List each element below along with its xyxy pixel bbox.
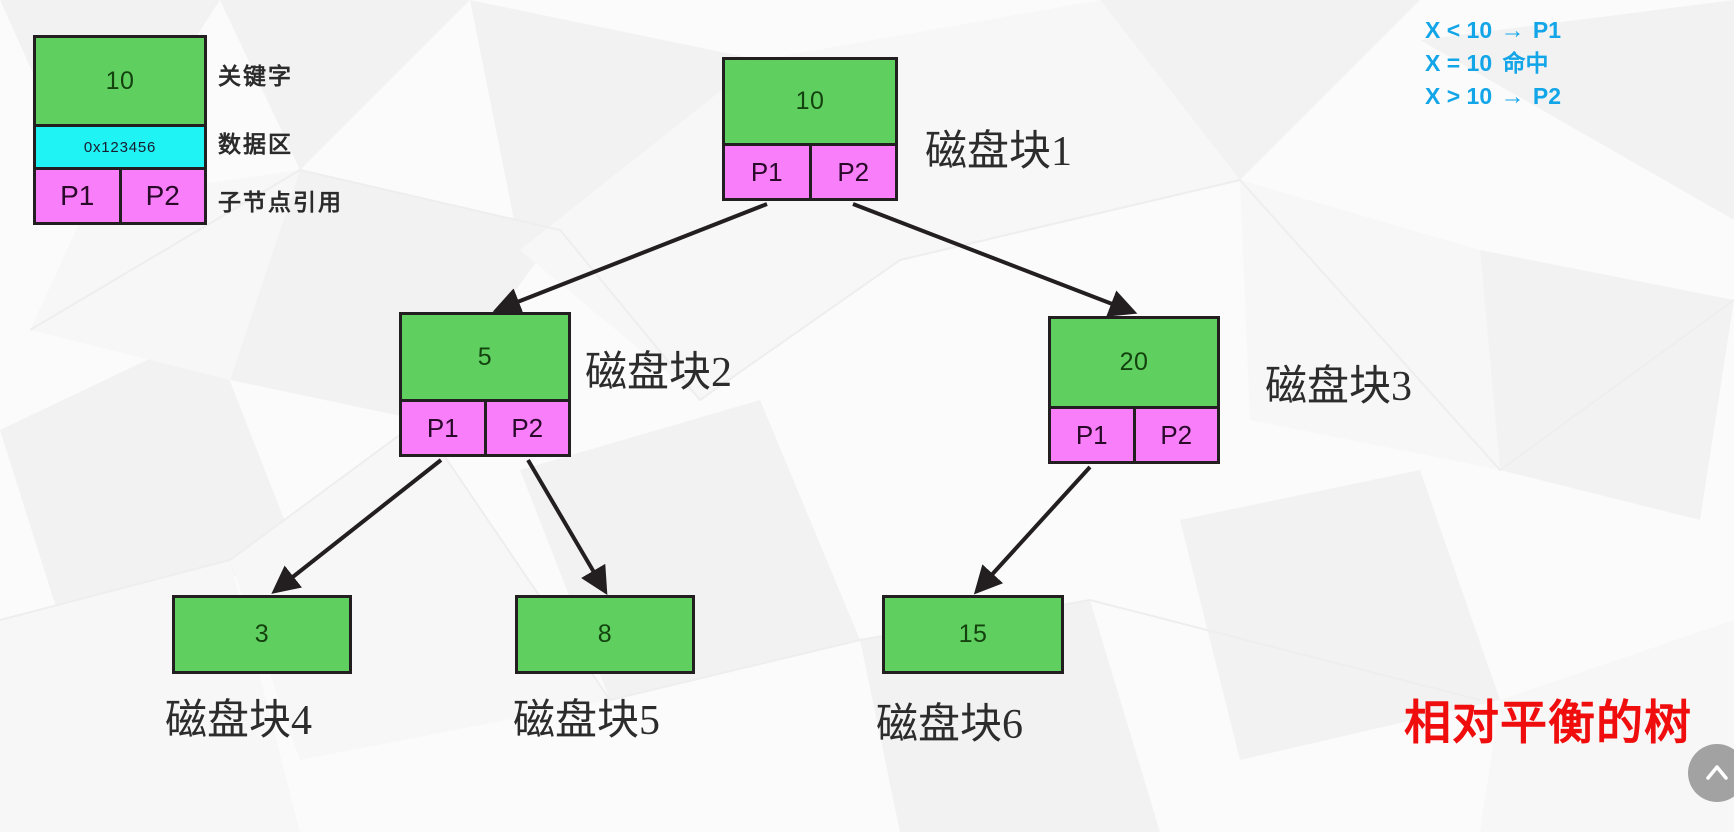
edge-node1-p2-to-node3 bbox=[852, 202, 1138, 317]
legend-pointer-p2: P2 bbox=[118, 170, 204, 222]
edge-node3-p1-to-node6 bbox=[973, 465, 1092, 595]
rule-condition: X = 10 bbox=[1425, 50, 1493, 76]
node-key-cell: 3 bbox=[175, 598, 349, 671]
disk-block-label-1: 磁盘块1 bbox=[925, 129, 1073, 175]
rule-row-greater-than: X > 10 → P2 bbox=[1425, 80, 1561, 113]
rule-target: P1 bbox=[1532, 17, 1562, 43]
node-pointer-p1: P1 bbox=[1051, 409, 1133, 461]
edge-node1-p1-to-node2 bbox=[492, 202, 768, 315]
legend-key-cell: 10 bbox=[36, 38, 204, 124]
tree-node-root: 10 P1 P2 bbox=[722, 57, 898, 201]
legend-label-key: 关键字 bbox=[218, 63, 293, 89]
search-rules-annotation: X < 10 → P1 X = 10 命中 X > 10 → P2 bbox=[1425, 14, 1561, 113]
node-pointer-p2: P2 bbox=[483, 402, 568, 454]
disk-block-label-6: 磁盘块6 bbox=[876, 702, 1024, 748]
rule-condition: X > 10 bbox=[1425, 83, 1493, 109]
legend-label-pointer: 子节点引用 bbox=[218, 189, 343, 215]
rule-row-equal: X = 10 命中 bbox=[1425, 47, 1561, 80]
tree-node-left-internal: 5 P1 P2 bbox=[399, 312, 571, 457]
node-pointer-p1: P1 bbox=[725, 146, 809, 198]
tree-node-leaf-8: 8 bbox=[515, 595, 695, 674]
node-pointer-row: P1 P2 bbox=[725, 143, 895, 198]
legend-pointer-p1: P1 bbox=[36, 170, 119, 222]
edge-node2-p1-to-node4 bbox=[271, 458, 443, 594]
node-pointer-row: P1 P2 bbox=[402, 399, 568, 454]
legend-pointer-row: P1 P2 bbox=[36, 167, 204, 222]
node-key-cell: 8 bbox=[518, 598, 692, 671]
tree-node-leaf-3: 3 bbox=[172, 595, 352, 674]
right-arrow-icon: → bbox=[1500, 17, 1525, 44]
tree-node-right-internal: 20 P1 P2 bbox=[1048, 316, 1220, 464]
node-pointer-row: P1 P2 bbox=[1051, 406, 1217, 461]
rule-target: P2 bbox=[1532, 83, 1562, 109]
disk-block-label-5: 磁盘块5 bbox=[513, 698, 661, 744]
rule-condition: X < 10 bbox=[1425, 17, 1493, 43]
chevron-up-icon bbox=[1706, 765, 1728, 780]
node-key-cell: 20 bbox=[1051, 319, 1217, 406]
right-arrow-icon: → bbox=[1500, 83, 1525, 110]
node-pointer-p1: P1 bbox=[402, 402, 484, 454]
rule-row-less-than: X < 10 → P1 bbox=[1425, 14, 1561, 47]
rule-target: 命中 bbox=[1502, 50, 1549, 76]
node-key-cell: 5 bbox=[402, 315, 568, 399]
legend-label-data: 数据区 bbox=[218, 131, 293, 157]
edge-node2-p2-to-node5 bbox=[526, 458, 608, 596]
conclusion-text: 相对平衡的树 bbox=[1404, 696, 1692, 751]
node-key-cell: 15 bbox=[885, 598, 1061, 671]
legend-node: 10 0x123456 P1 P2 bbox=[33, 35, 207, 225]
disk-block-label-4: 磁盘块4 bbox=[165, 698, 313, 744]
node-pointer-p2: P2 bbox=[1132, 409, 1217, 461]
scroll-to-top-button[interactable] bbox=[1688, 744, 1734, 802]
tree-node-leaf-15: 15 bbox=[882, 595, 1064, 674]
disk-block-label-3: 磁盘块3 bbox=[1265, 364, 1413, 410]
node-key-cell: 10 bbox=[725, 60, 895, 143]
node-pointer-p2: P2 bbox=[808, 146, 895, 198]
disk-block-label-2: 磁盘块2 bbox=[585, 350, 733, 396]
legend-data-cell: 0x123456 bbox=[36, 124, 204, 167]
